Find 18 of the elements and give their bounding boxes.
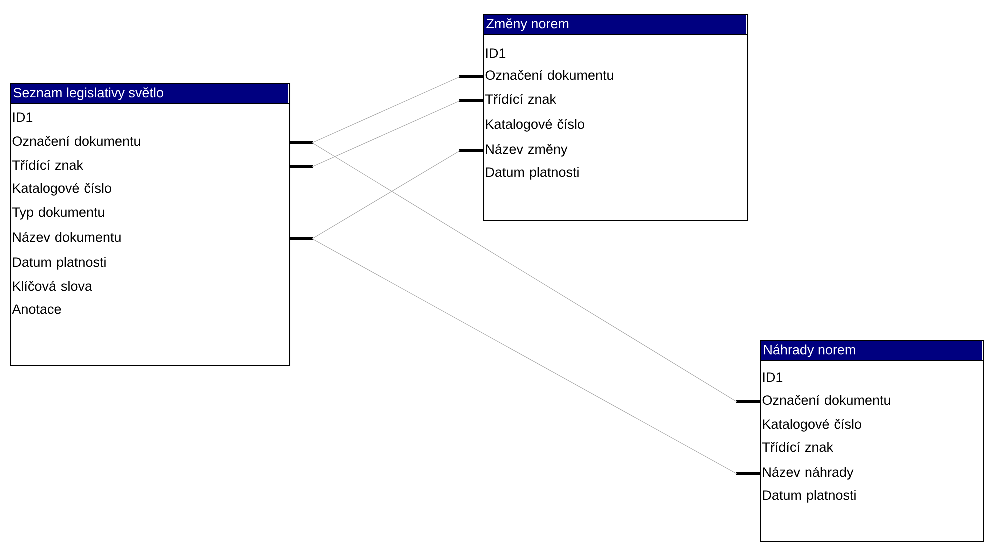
field-row: Katalogové číslo [486, 119, 584, 132]
field-row: ID1 [763, 372, 783, 382]
field-row: Datum platnosti [486, 167, 579, 180]
relationship-line [312, 76, 460, 144]
field-row: ID1 [486, 48, 506, 58]
relationship-line [312, 238, 738, 474]
field-row: Katalogové číslo [763, 419, 862, 432]
field-row: Klíčová slova [13, 281, 92, 292]
field-row: Typ dokumentu [12, 207, 104, 220]
relationship-line [312, 150, 460, 240]
field-row: Datum platnosti [763, 490, 856, 503]
relationship-line [312, 100, 460, 168]
field-row: Třídící znak [762, 442, 834, 452]
field-row: Katalogové číslo [13, 183, 112, 196]
field-row: ID1 [13, 112, 33, 122]
field-row: Anotace [12, 304, 62, 314]
relationship-line [312, 142, 738, 402]
field-row: Datum platnosti [13, 257, 106, 270]
